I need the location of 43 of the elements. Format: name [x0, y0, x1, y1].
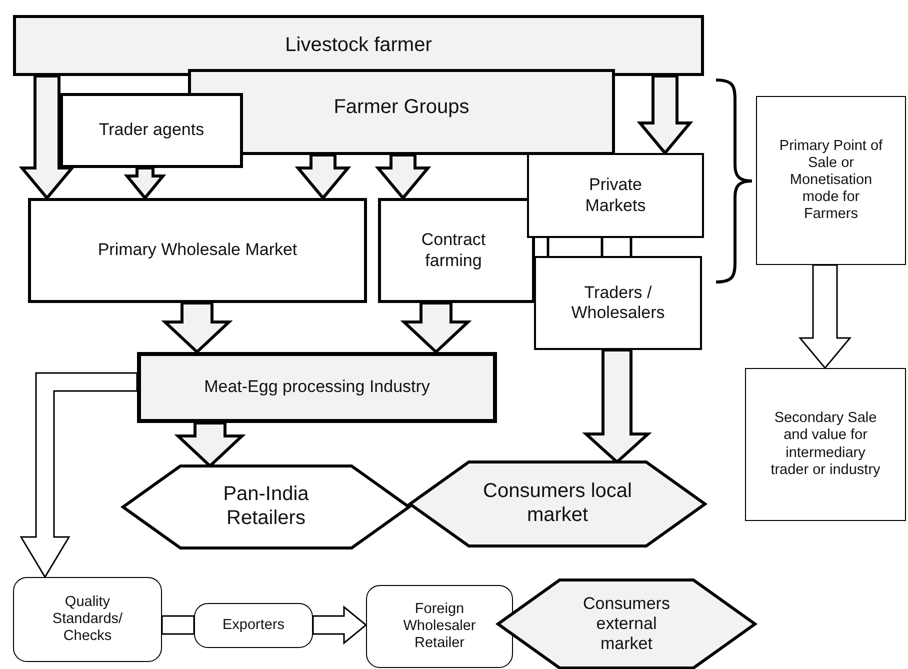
process-box	[756, 96, 906, 265]
node-label: Meat-Egg processing Industry	[204, 377, 430, 398]
process-box	[527, 153, 704, 238]
process-box	[378, 198, 535, 303]
node-label: Consumers external market	[582, 594, 671, 654]
node-label: Traders / Wholesalers	[570, 282, 666, 324]
connector-lines	[546, 236, 632, 258]
hexagon-node	[498, 580, 755, 668]
node-label: Foreign Wholesaler Retailer	[402, 600, 477, 652]
block-arrow	[312, 605, 368, 645]
node-label: Farmer Groups	[334, 96, 470, 120]
block-arrow	[20, 372, 138, 578]
node-label: Consumers local market	[482, 480, 633, 528]
rounded-box	[366, 585, 513, 668]
block-arrow	[294, 154, 352, 200]
node-label: Contract farming	[420, 230, 487, 271]
block-arrow	[374, 154, 432, 200]
rounded-box	[194, 603, 313, 648]
process-box	[534, 256, 702, 350]
block-arrow	[124, 166, 166, 200]
node-label: Exporters	[222, 616, 285, 634]
hexagon-node	[123, 466, 409, 548]
node-label: Secondary Sale and value for intermediary trader or industry	[770, 410, 882, 479]
process-box	[137, 352, 497, 423]
node-label: Trader agents	[98, 120, 204, 141]
node-label: Private Markets	[584, 175, 647, 216]
process-box	[60, 93, 243, 168]
rounded-box	[13, 577, 162, 662]
block-arrow	[400, 302, 472, 354]
block-arrow	[161, 302, 233, 354]
node-label: Livestock farmer	[285, 34, 432, 58]
block-arrow	[798, 264, 852, 370]
node-label: Primary Point of Sale or Monetisation mode for Farmers	[778, 138, 884, 224]
node-label: Pan-India Retailers	[222, 483, 310, 531]
hexagon-node	[410, 462, 705, 546]
connector-band	[161, 615, 195, 635]
block-arrow	[18, 74, 76, 200]
block-arrow	[636, 74, 694, 156]
process-box	[28, 198, 367, 303]
node-label: Quality Standards/ Checks	[51, 594, 124, 646]
process-box	[13, 15, 704, 76]
node-label: Primary Wholesale Market	[98, 240, 298, 261]
process-box	[745, 368, 906, 521]
